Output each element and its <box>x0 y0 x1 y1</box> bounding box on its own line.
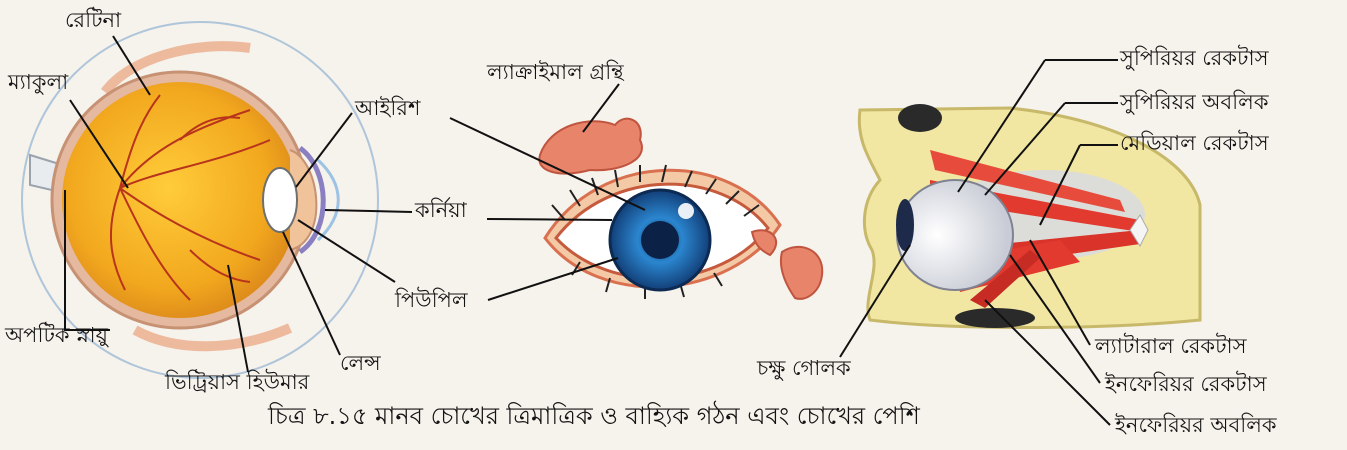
front-cornea-shape <box>896 199 914 251</box>
label-iris: আইরিশ <box>355 98 420 119</box>
label-inferior-rectus: ইনফেরিয়র রেকটাস <box>1105 374 1267 395</box>
label-lateral-rectus: ল্যাটারাল রেকটাস <box>1095 336 1247 357</box>
lens-shape <box>263 168 297 232</box>
label-macula: ম্যাকুলা <box>8 72 68 93</box>
label-eyeball: চক্ষু গোলক <box>757 358 851 379</box>
label-inferior-oblique: ইনফেরিয়র অবলিক <box>1115 415 1277 436</box>
label-retina: রেটিনা <box>65 10 121 31</box>
label-cornea: কর্নিয়া <box>415 200 467 221</box>
label-optic-nerve: অপটিক স্নায়ু <box>5 325 108 346</box>
lacrimal-gland-shape <box>539 119 642 174</box>
figure-caption: চিত্র ৮.১৫ মানব চোখের ত্রিমাত্রিক ও বাহ্… <box>268 404 920 428</box>
lacrimal-sac-shape <box>781 247 822 299</box>
label-superior-oblique: সুপিরিয়র অবলিক <box>1120 92 1269 113</box>
label-pupil: পিউপিল <box>395 290 468 311</box>
label-lacrimal-gland: ল্যাক্রাইমাল গ্রন্থি <box>487 62 624 83</box>
pupil-shape <box>641 221 679 259</box>
label-medial-rectus: মেডিয়াল রেকটাস <box>1120 133 1269 154</box>
external-eye <box>539 119 822 299</box>
label-vitreous-humour: ভিট্রিয়াস হিউমার <box>165 372 309 393</box>
label-lens: লেন্স <box>340 353 381 374</box>
label-superior-rectus: সুপিরিয়র রেকটাস <box>1120 48 1268 69</box>
eyeball-shape <box>897 180 1013 290</box>
